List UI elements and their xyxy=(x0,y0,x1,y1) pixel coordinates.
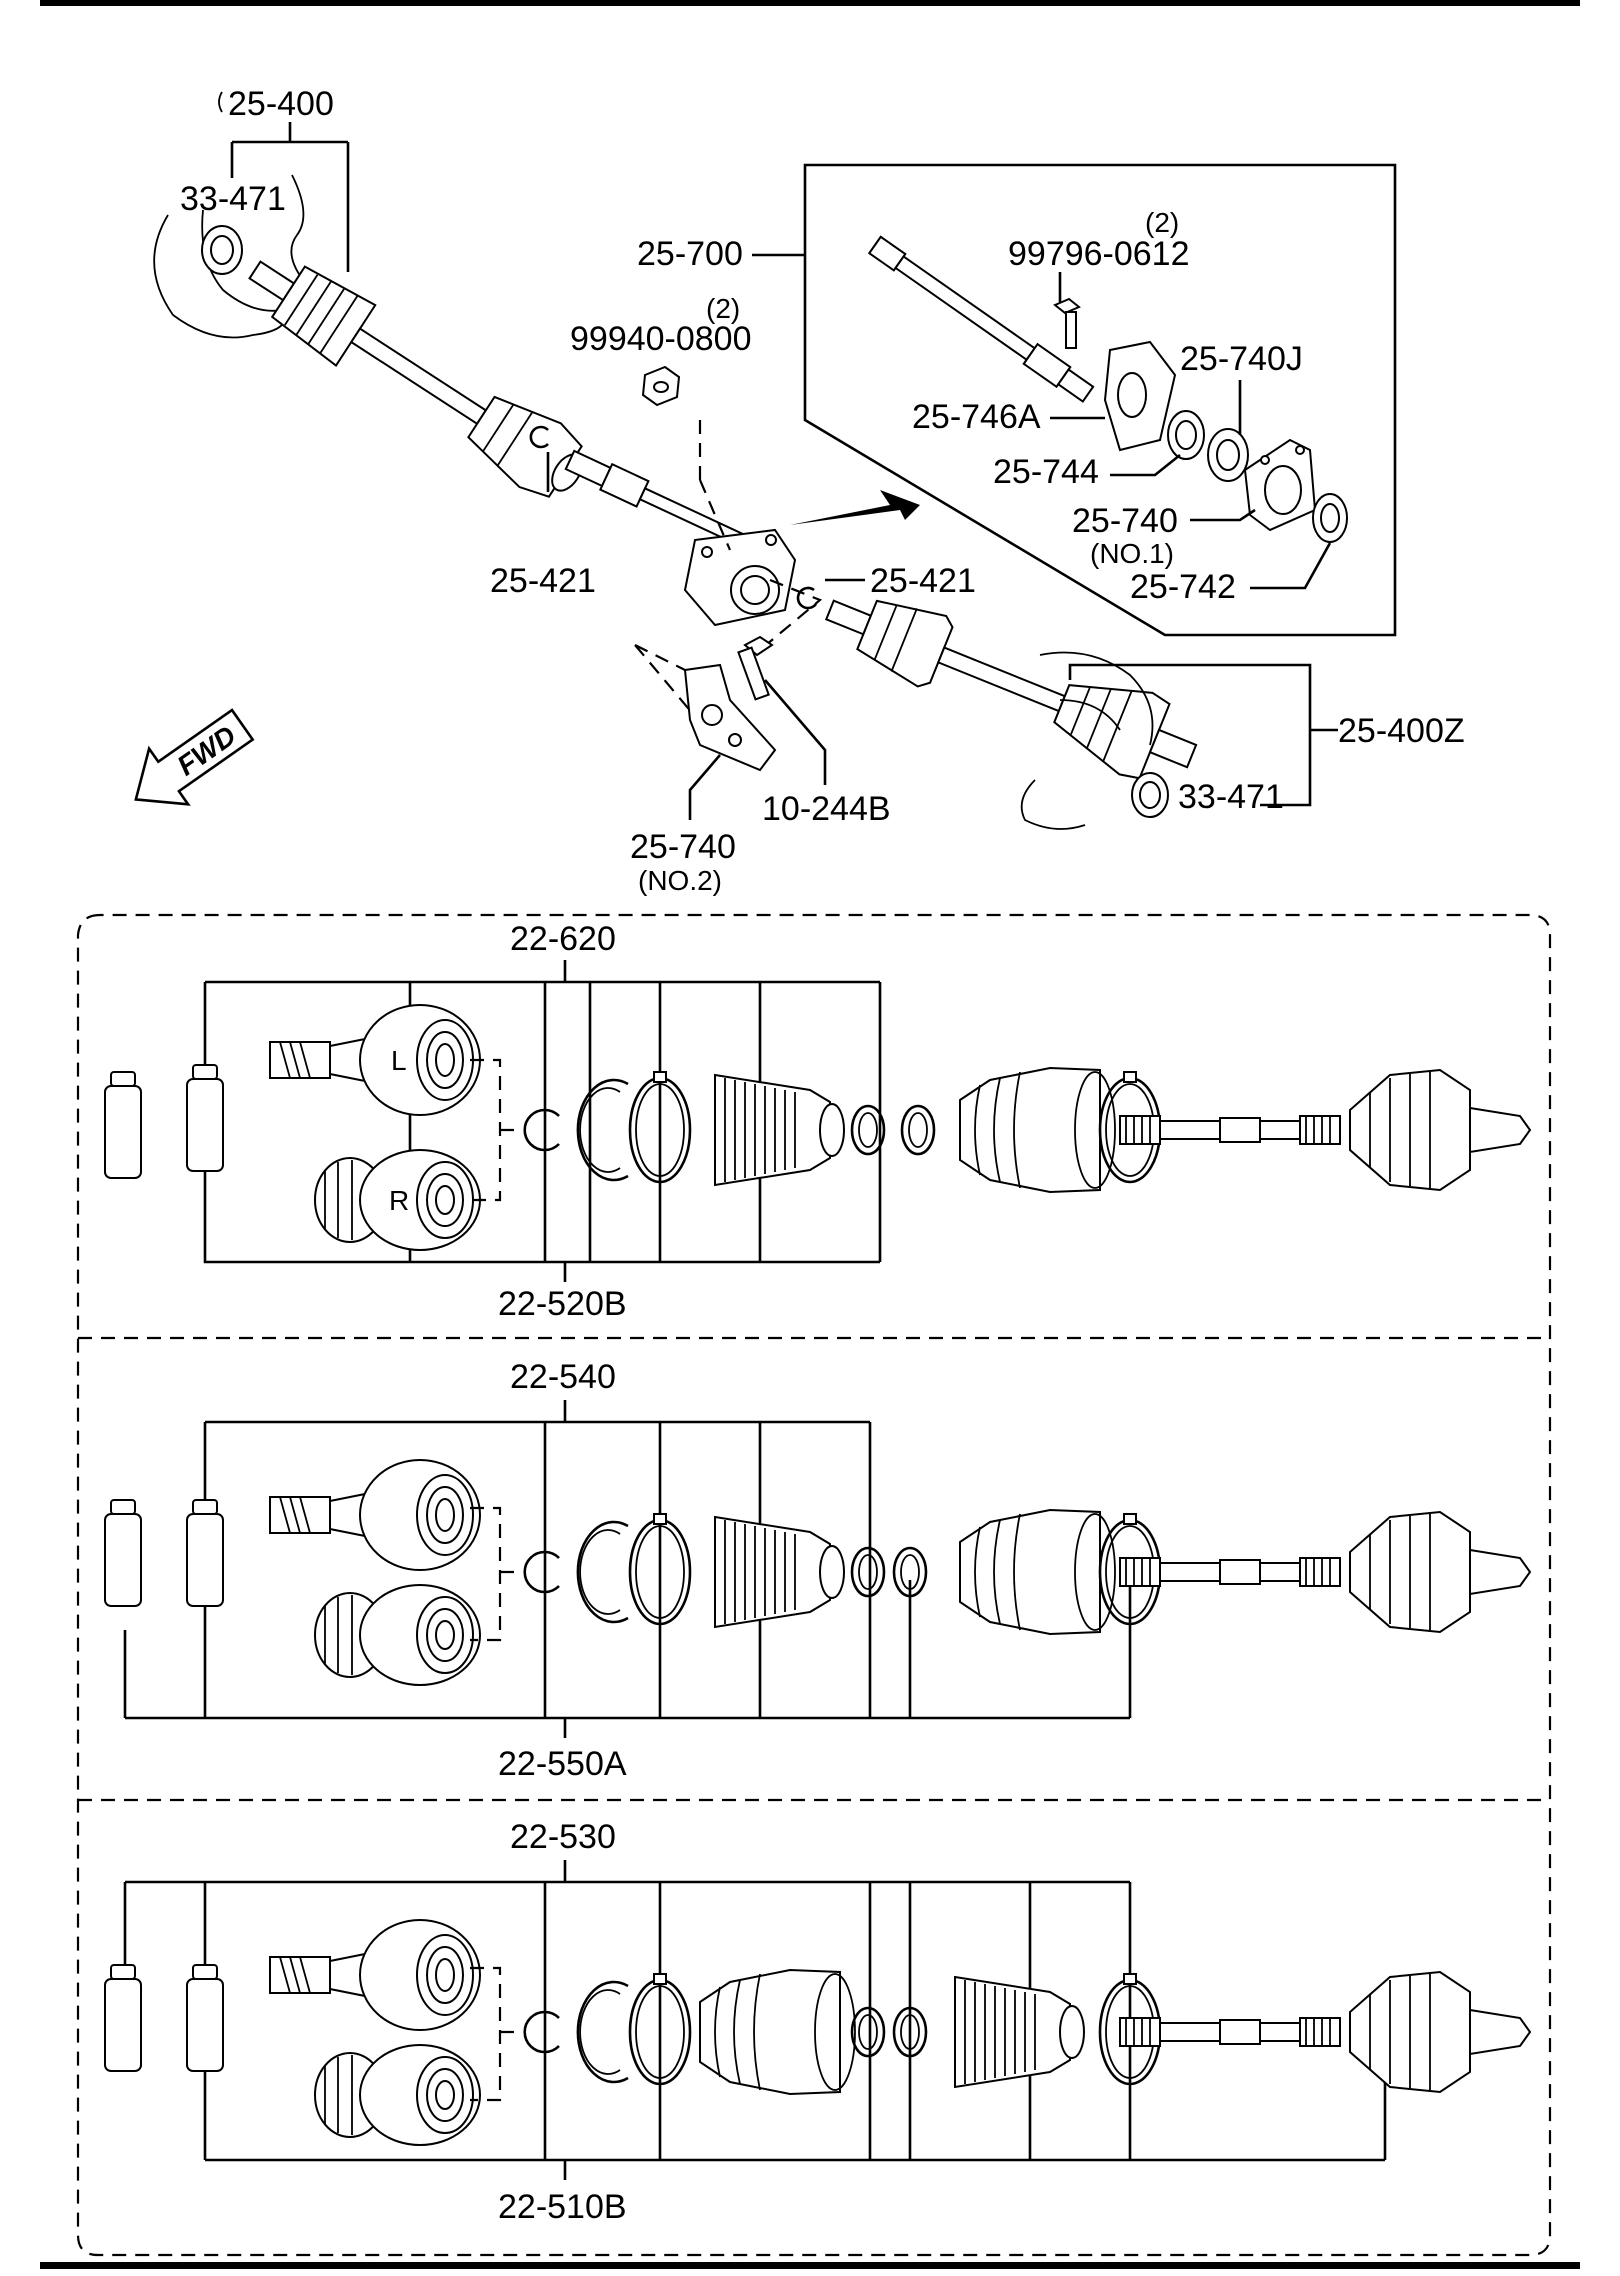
part-label-25-400Z: 25-400Z xyxy=(1338,712,1465,750)
joint-mark-R: R xyxy=(389,1185,409,1216)
part-label-25-740-no2-sub: (NO.2) xyxy=(638,865,722,896)
part-label-25-700: 25-700 xyxy=(637,235,743,273)
part-label-33-471-left: 33-471 xyxy=(180,180,286,218)
part-label-25-740-no1: 25-740 xyxy=(1072,502,1178,540)
part-label-25-742: 25-742 xyxy=(1130,568,1236,606)
part-label-25-746A: 25-746A xyxy=(912,398,1041,436)
kit-label-22-540: 22-540 xyxy=(510,1358,616,1396)
kit-label-22-550A: 22-550A xyxy=(498,1745,627,1783)
kit-label-22-520B: 22-520B xyxy=(498,1285,627,1323)
part-label-25-740J: 25-740J xyxy=(1180,340,1303,378)
qty-99796: (2) xyxy=(1145,207,1179,238)
part-label-99796-0612: 99796-0612 xyxy=(1008,235,1190,273)
part-label-25-421-left: 25-421 xyxy=(490,562,596,600)
fwd-arrow-icon: FWD xyxy=(134,708,255,806)
kit-label-22-510B: 22-510B xyxy=(498,2188,627,2226)
part-label-25-421-right: 25-421 xyxy=(870,562,976,600)
part-label-25-400: 25-400 xyxy=(228,85,334,123)
qty-99940: (2) xyxy=(706,293,740,324)
part-label-99940-0800: 99940-0800 xyxy=(570,320,752,358)
kit-label-22-530: 22-530 xyxy=(510,1818,616,1856)
part-label-10-244B: 10-244B xyxy=(762,790,891,828)
kit-label-22-620: 22-620 xyxy=(510,920,616,958)
part-label-25-744: 25-744 xyxy=(993,453,1099,491)
part-label-25-740-no2: 25-740 xyxy=(630,828,736,866)
part-label-25-740-no1-sub: (NO.1) xyxy=(1090,538,1174,569)
joint-mark-L: L xyxy=(391,1045,407,1076)
part-label-33-471-right: 33-471 xyxy=(1178,778,1284,816)
